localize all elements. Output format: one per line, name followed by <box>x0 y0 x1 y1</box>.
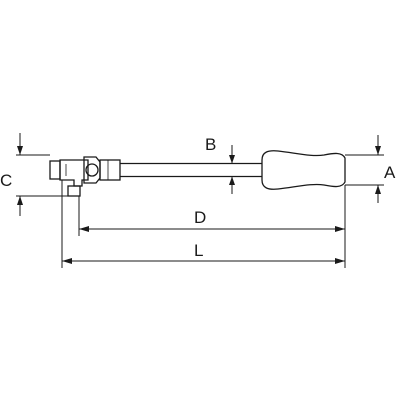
dimension-l: L <box>62 241 345 264</box>
pivot-pin <box>85 163 99 177</box>
dim-d-label: D <box>194 208 206 227</box>
extension-bar <box>120 162 262 178</box>
bar-collar <box>99 159 121 181</box>
dim-b-label: B <box>205 135 216 154</box>
dim-d-arrow-left <box>79 226 89 232</box>
grip-body <box>261 150 346 190</box>
head-body <box>59 159 89 187</box>
dim-a-label: A <box>384 163 396 182</box>
drive-stub-bottom <box>67 185 81 197</box>
dim-d-arrow-right <box>335 226 345 232</box>
dim-l-arrow-left <box>62 258 72 264</box>
dim-a-arrow-top <box>375 146 381 155</box>
dimension-d: D <box>79 208 345 232</box>
dimension-c: C <box>0 133 68 216</box>
dimension-a: A <box>345 135 396 203</box>
dim-c-label: C <box>0 171 12 190</box>
dim-a-arrow-bottom <box>375 185 381 194</box>
ratchet-head <box>49 156 121 197</box>
dim-l-arrow-right <box>335 258 345 264</box>
drive-stub-left <box>49 160 61 180</box>
dim-c-arrow-bottom <box>17 196 23 205</box>
dim-b-arrow-top <box>229 155 235 164</box>
dim-b-arrow-bottom <box>229 176 235 185</box>
dimension-b: B <box>205 135 235 194</box>
handle-grip <box>261 150 346 190</box>
dim-c-arrow-top <box>17 146 23 155</box>
dim-l-label: L <box>194 241 203 260</box>
